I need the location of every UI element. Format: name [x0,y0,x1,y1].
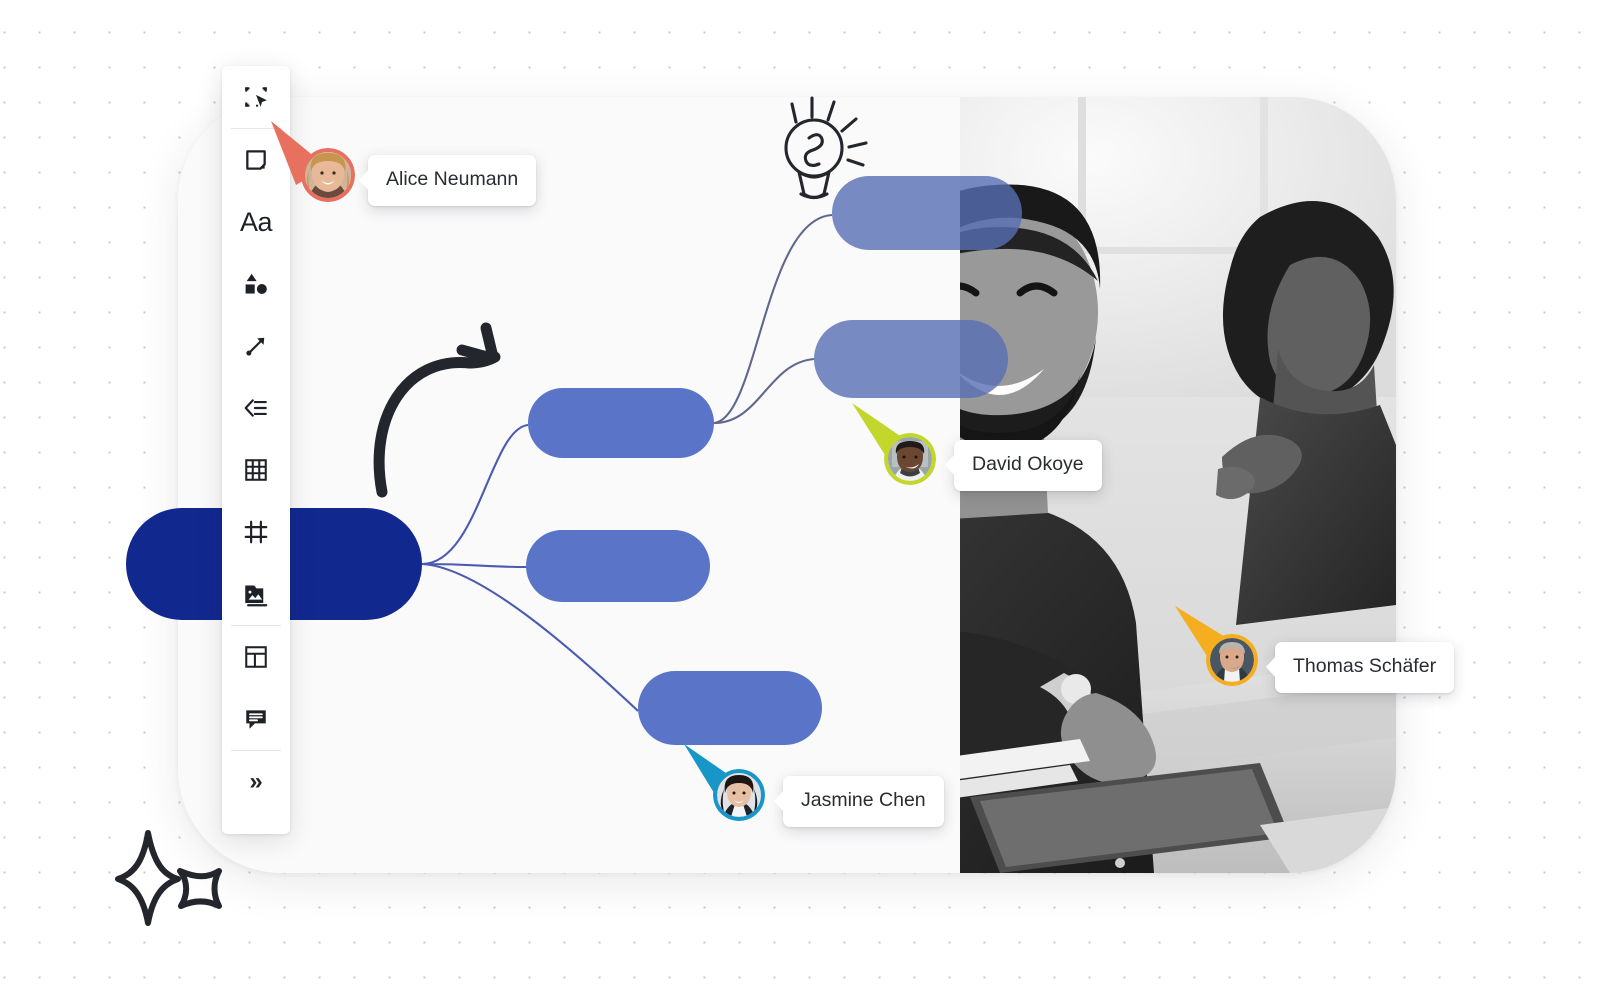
mindmap-node-a[interactable] [528,388,714,458]
tool-mindmap[interactable] [222,377,290,439]
toolbar-separator-2 [231,625,281,626]
shapes-icon [245,273,267,294]
sticky-note-icon [246,150,266,170]
mindmap-node-b[interactable] [526,530,710,602]
sparkle-star-doodle [115,830,181,926]
grid-table-icon [245,459,267,481]
avatar-jasmine[interactable] [713,769,765,821]
avatar-alice[interactable] [301,148,355,202]
toolbar-separator-1 [231,128,281,129]
tool-sticky-note[interactable] [222,129,290,191]
avatar-alice-ring [301,148,355,202]
mindmap-node-c[interactable] [638,671,822,745]
name-tag-alice: Alice Neumann [368,155,537,206]
avatar-thomas-ring [1206,634,1258,686]
name-tag-david: David Okoye [954,440,1102,491]
arrow-connector-icon [246,337,265,356]
tool-comment[interactable] [222,688,290,750]
board-card-inner [178,97,1396,873]
avatar-thomas[interactable] [1206,634,1258,686]
concave-square-doodle [177,868,222,909]
tool-table[interactable] [222,439,290,501]
avatar-jasmine-ring [713,769,765,821]
tool-template[interactable] [222,626,290,688]
whiteboard-toolbar[interactable]: Aa [222,66,290,834]
photo-illustration [960,97,1396,873]
chevron-double-right-icon: » [249,768,263,795]
tool-select[interactable] [222,66,290,128]
mindmap-node-e[interactable] [814,320,1008,398]
image-folder-icon [244,585,267,606]
tool-connector[interactable] [222,315,290,377]
layout-template-icon [245,646,267,668]
tool-frame[interactable] [222,501,290,563]
select-frame-cursor-icon [245,87,267,107]
tool-text[interactable]: Aa [222,191,290,253]
team-meeting-photo [960,97,1396,873]
tool-more[interactable]: » [222,751,290,813]
tool-media[interactable] [222,563,290,625]
avatar-david-ring [884,433,936,485]
frame-icon [244,520,268,544]
avatar-david[interactable] [884,433,936,485]
board-card [178,97,1396,873]
mindmap-node-d[interactable] [832,176,1022,250]
comment-icon [246,710,266,729]
tool-shapes[interactable] [222,253,290,315]
name-tag-jasmine: Jasmine Chen [783,776,944,827]
mindmap-icon [244,399,267,417]
name-tag-thomas: Thomas Schäfer [1275,642,1455,693]
toolbar-separator-3 [231,750,281,751]
mindmap-connectors [421,213,833,712]
tool-text-label: Aa [239,206,273,237]
